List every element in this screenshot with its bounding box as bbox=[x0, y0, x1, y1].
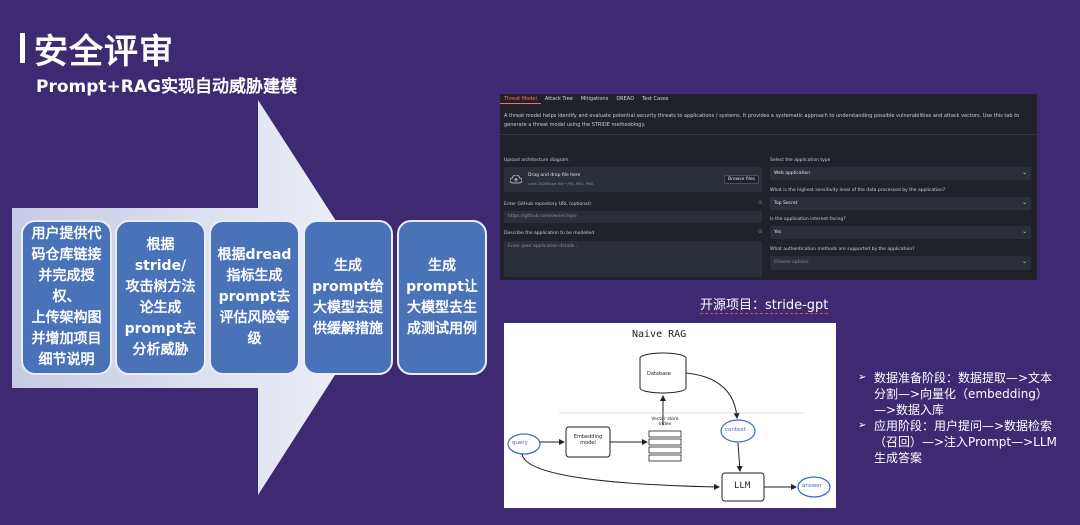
describe-placeholder: Enter your application details... bbox=[508, 244, 579, 249]
answer-label: answer bbox=[802, 483, 822, 489]
step-box-1: 用户提供代 码仓库链接 并完成授权、 上传架构图 并增加项目 细节说明 bbox=[21, 220, 112, 375]
rag-title: Naive RAG bbox=[632, 329, 687, 340]
internet-facing-label: Is the application internet-facing? bbox=[770, 217, 846, 222]
tab-bar: Threat Model Attack Tree Mitigations DRE… bbox=[500, 94, 1037, 104]
database-shape bbox=[639, 352, 687, 394]
tab-dread[interactable]: DREAD bbox=[616, 96, 635, 102]
internet-facing-select[interactable]: Yes ⌄ bbox=[770, 226, 1031, 239]
chevron-down-icon: ⌄ bbox=[1021, 199, 1027, 206]
bullet-item: ➢ 数据准备阶段：数据提取—>文本分割—>向量化（embedding）—>数据入… bbox=[858, 370, 1058, 418]
help-circle-icon[interactable]: ⊙ bbox=[758, 200, 763, 206]
auth-methods-label: What authentication methods are supporte… bbox=[770, 247, 915, 252]
step-box-4: 生成 prompt给 大模型去提 供缓解措施 bbox=[303, 220, 393, 375]
app-type-value: Web application bbox=[774, 171, 811, 176]
answer-oval bbox=[797, 476, 831, 498]
upload-label: Upload architecture diagram bbox=[504, 158, 569, 163]
step-box-3: 根据dread 指标生成 prompt去 评估风险等 级 bbox=[209, 220, 300, 375]
app-type-select[interactable]: Web application ⌄ bbox=[770, 167, 1031, 180]
stride-gpt-screenshot: Threat Model Attack Tree Mitigations DRE… bbox=[500, 94, 1037, 280]
github-url-label: Enter GitHub repository URL (optional) bbox=[504, 202, 591, 207]
app-description-textarea[interactable]: Enter your application details... bbox=[504, 241, 762, 277]
browse-files-button[interactable]: Browse files bbox=[724, 175, 760, 184]
arrow-bullet-icon: ➢ bbox=[858, 420, 867, 431]
auth-methods-placeholder: Choose options bbox=[774, 260, 809, 265]
arrow-bullet-icon: ➢ bbox=[858, 372, 867, 383]
bullet-text: 应用阶段：用户提问—>数据检索（召回）—>注入Prompt—>LLM生成答案 bbox=[874, 419, 1057, 465]
caption-text: 开源项目：stride-gpt bbox=[700, 298, 829, 314]
github-url-input[interactable]: https://github.com/owner/repo bbox=[504, 211, 762, 223]
rag-bullet-list: ➢ 数据准备阶段：数据提取—>文本分割—>向量化（embedding）—>数据入… bbox=[858, 370, 1058, 466]
cloud-upload-icon bbox=[510, 175, 522, 184]
llm-label: LLM bbox=[734, 481, 751, 491]
naive-rag-diagram: Naive RAG Database Vector store Index Em… bbox=[504, 323, 836, 508]
context-oval bbox=[720, 419, 756, 443]
sensitivity-label: What is the highest sensitivity level of… bbox=[770, 188, 946, 193]
tab-threat-model[interactable]: Threat Model bbox=[500, 94, 541, 104]
step-box-5: 生成 prompt让 大模型去生 成测试用例 bbox=[397, 220, 487, 375]
rag-diagram-svg bbox=[507, 352, 831, 502]
github-url-placeholder: https://github.com/owner/repo bbox=[508, 214, 577, 219]
help-circle-icon[interactable]: ⊙ bbox=[758, 229, 763, 235]
tab-test-cases[interactable]: Test Cases bbox=[642, 96, 669, 102]
upload-title: Drag and drop file here bbox=[528, 173, 581, 178]
describe-label: Describe the application to be modelled bbox=[504, 231, 595, 236]
slide-title: 安全评审 bbox=[34, 32, 174, 72]
chevron-down-icon: ⌄ bbox=[1021, 169, 1027, 176]
chevron-down-icon: ⌄ bbox=[1021, 228, 1027, 235]
open-source-caption: 开源项目：stride-gpt bbox=[700, 294, 829, 314]
step-box-2: 根据stride/ 攻击树方法 论生成 prompt去 分析威胁 bbox=[115, 220, 206, 375]
chevron-down-icon: ⌄ bbox=[1021, 258, 1027, 265]
threat-model-description: A threat model helps identify and evalua… bbox=[504, 113, 1020, 128]
embedding-label: Embedding model bbox=[573, 434, 603, 446]
auth-methods-multiselect[interactable]: Choose options ⌄ bbox=[770, 256, 1031, 270]
app-type-label: Select the application type bbox=[770, 158, 831, 163]
vector-store-shape bbox=[648, 430, 682, 462]
query-label: query bbox=[512, 440, 528, 446]
context-label: context bbox=[725, 427, 746, 433]
slide-subtitle: Prompt+RAG实现自动威胁建模 bbox=[36, 77, 297, 97]
database-label: Database bbox=[647, 371, 671, 377]
upload-limit: Limit 200MB per file • JPG, JPEG, PNG bbox=[528, 182, 594, 186]
sensitivity-value: Top Secret bbox=[774, 201, 798, 206]
internet-facing-value: Yes bbox=[774, 230, 782, 235]
bullet-item: ➢ 应用阶段：用户提问—>数据检索（召回）—>注入Prompt—>LLM生成答案 bbox=[858, 418, 1058, 466]
tab-mitigations[interactable]: Mitigations bbox=[580, 96, 609, 102]
tab-attack-tree[interactable]: Attack Tree bbox=[544, 96, 573, 102]
title-accent-bar bbox=[20, 33, 25, 63]
bullet-text: 数据准备阶段：数据提取—>文本分割—>向量化（embedding）—>数据入库 bbox=[874, 371, 1053, 417]
query-oval bbox=[507, 433, 541, 455]
vector-store-label: Vector store Index bbox=[651, 417, 679, 427]
divider bbox=[500, 134, 1037, 135]
upload-dropzone[interactable]: Drag and drop file here Limit 200MB per … bbox=[504, 167, 762, 192]
sensitivity-select[interactable]: Top Secret ⌄ bbox=[770, 197, 1031, 210]
